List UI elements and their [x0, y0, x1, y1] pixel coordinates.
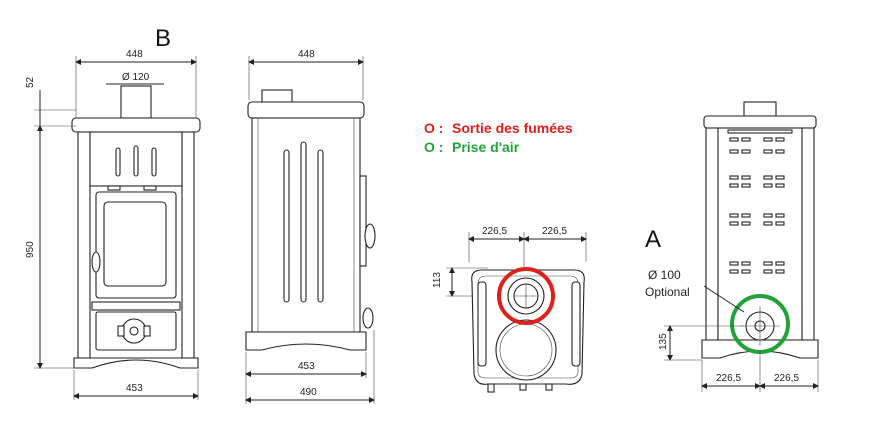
front-base: [73, 357, 199, 369]
front-top-height-label: 52: [25, 76, 36, 88]
front-width-top-label: 448: [126, 49, 143, 60]
rear-flue-collar: [743, 101, 777, 117]
front-view: B 448 Ø 120: [25, 25, 201, 400]
rear-left-half-label: 226,5: [716, 373, 741, 384]
rear-view: A: [645, 101, 819, 392]
side-depth-label: 490: [300, 387, 317, 398]
rear-inlet-note: Optional: [645, 285, 690, 299]
front-left-column: [77, 131, 91, 359]
legend-smoke-outlet: Sortie des fumées: [452, 120, 573, 136]
top-left-half-label: 226,5: [482, 226, 507, 237]
legend-smoke-symbol: O :: [424, 120, 443, 136]
legend-air-symbol: O :: [424, 139, 443, 155]
side-width-top-label: 448: [298, 49, 315, 60]
rear-inlet-diameter-label: Ø 100: [648, 268, 681, 282]
top-view: 226,5 226,5 113: [432, 226, 587, 393]
front-door-glass: [103, 201, 167, 287]
front-flue-diameter-label: Ø 120: [122, 72, 150, 83]
side-view: 448 453 490: [245, 49, 376, 404]
legend-air-inlet: Prise d'air: [452, 139, 520, 155]
front-top-plate: [71, 117, 201, 133]
top-hotplate-circle: [495, 319, 557, 381]
front-height-label: 950: [25, 241, 36, 258]
front-width-bottom-label: 453: [126, 383, 143, 394]
side-flue-collar: [261, 89, 293, 103]
side-base-width-label: 453: [298, 361, 315, 372]
top-right-half-label: 226,5: [542, 226, 567, 237]
side-base: [245, 331, 367, 351]
smoke-outlet-highlight: [497, 267, 555, 325]
front-flue-collar: [120, 85, 152, 119]
top-offset-label: 113: [432, 272, 443, 288]
rear-right-half-label: 226,5: [774, 373, 799, 384]
rear-vent-slots: [727, 129, 793, 274]
rear-top-plate: [703, 115, 817, 129]
side-door-handle: [364, 223, 376, 249]
rear-inlet-height-label: 135: [658, 333, 669, 350]
front-view-letter: B: [155, 25, 171, 52]
legend: O : Sortie des fumées O : Prise d'air: [424, 120, 573, 155]
side-top-plate: [247, 101, 365, 119]
front-door-handle: [91, 251, 101, 273]
rear-view-letter: A: [645, 226, 661, 253]
